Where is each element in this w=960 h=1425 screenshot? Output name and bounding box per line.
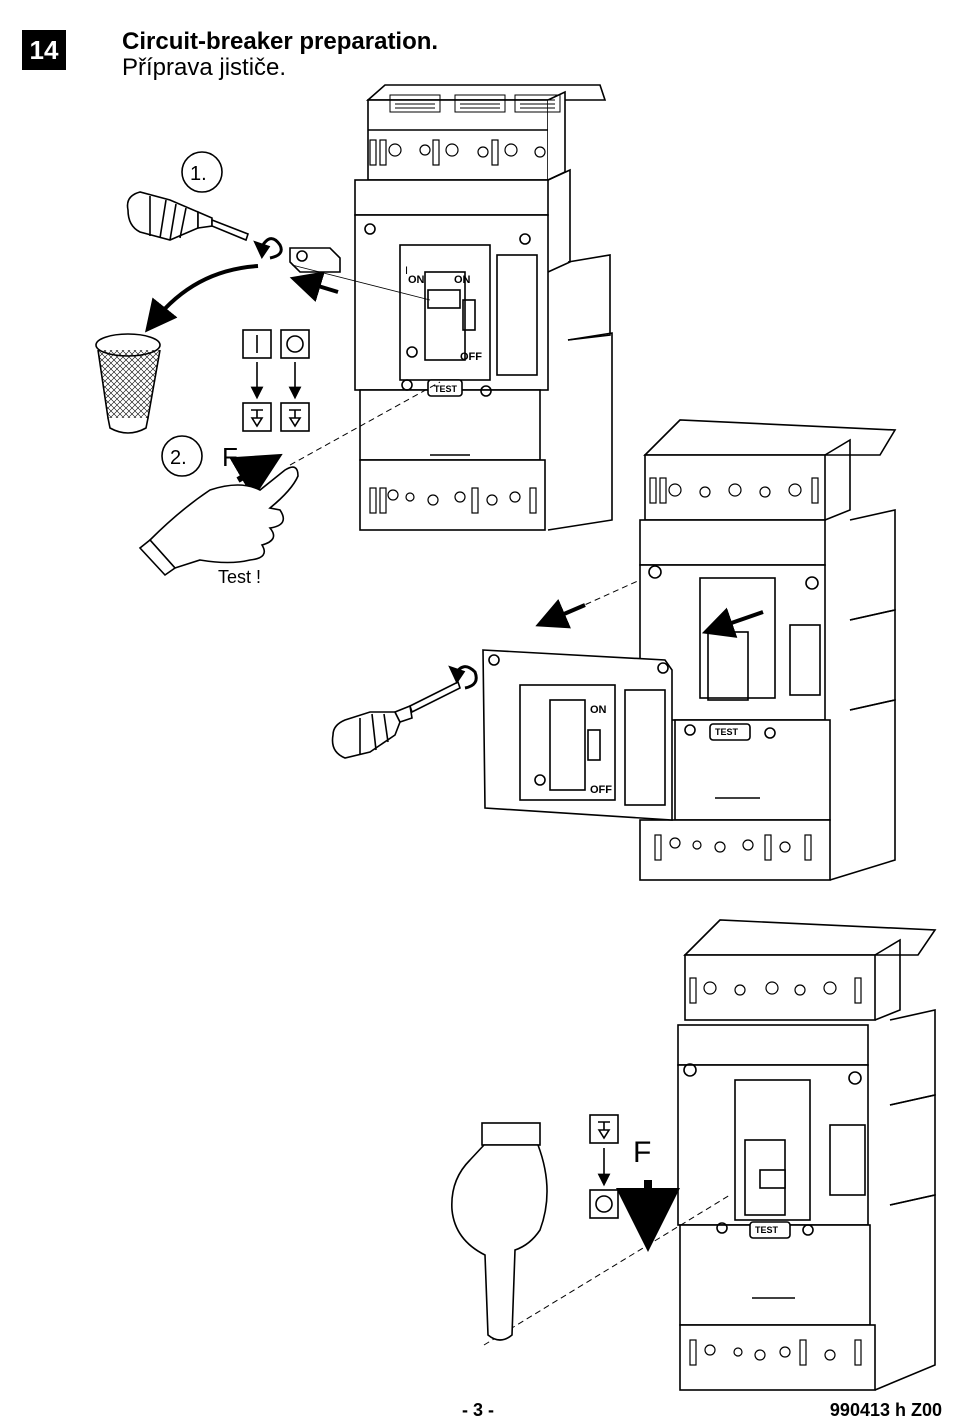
removed-screw-block — [289, 247, 341, 273]
guide-line — [291, 264, 431, 301]
rotation-arrow-icon-2 — [448, 665, 478, 690]
page-number: - 3 - — [462, 1400, 495, 1420]
step-number-badge: 14 — [22, 30, 66, 70]
test-instruction: Test ! — [218, 567, 261, 587]
dashed-guide-line — [289, 381, 441, 466]
off-label-middle: OFF — [590, 784, 612, 796]
circuit-breaker-middle — [639, 419, 897, 881]
trash-bin-icon — [95, 333, 161, 434]
svg-text:1.: 1. — [190, 163, 207, 185]
pointing-hand-icon — [451, 1122, 548, 1341]
step1-marker: 1. — [181, 151, 223, 193]
title-english: Circuit-breaker preparation. — [122, 28, 439, 55]
test-button-label-top: TEST — [434, 384, 458, 394]
insert-arrow-icon — [289, 271, 339, 302]
document-code: 990413 h Z00 — [829, 1400, 942, 1420]
discard-arrow-icon — [145, 264, 259, 333]
force-label-bottom: F — [633, 1136, 651, 1169]
test-button-label-middle: TEST — [715, 727, 739, 737]
circuit-breaker-bottom — [677, 919, 937, 1391]
pos-i-label: I — [405, 265, 408, 277]
screwdriver-step1 — [126, 191, 249, 242]
title-czech: Příprava jističe. — [122, 54, 287, 81]
dashed-guide-line-3 — [483, 1194, 731, 1346]
position-indicator-bottom — [589, 1114, 619, 1219]
slot-arrow-icon — [701, 607, 764, 638]
screwdriver-middle — [331, 680, 461, 759]
push-arrow-icon — [229, 453, 283, 499]
test-button-label-bottom: TEST — [755, 1225, 779, 1235]
on-label: ON — [408, 274, 425, 286]
on-label-top: ON — [454, 274, 471, 286]
position-indicator-top — [242, 329, 310, 432]
off-label-top: OFF — [460, 351, 482, 363]
hand-press-icon — [138, 466, 299, 577]
svg-text:2.: 2. — [170, 447, 187, 469]
step2-marker: 2. — [161, 435, 203, 477]
rotation-arrow-icon — [253, 237, 283, 260]
front-cover-panel — [482, 649, 673, 821]
on-label-middle: ON — [590, 704, 607, 716]
dashed-guide-line-2 — [539, 579, 641, 626]
circuit-breaker-top — [354, 84, 613, 531]
force-label-top: F — [222, 442, 238, 472]
